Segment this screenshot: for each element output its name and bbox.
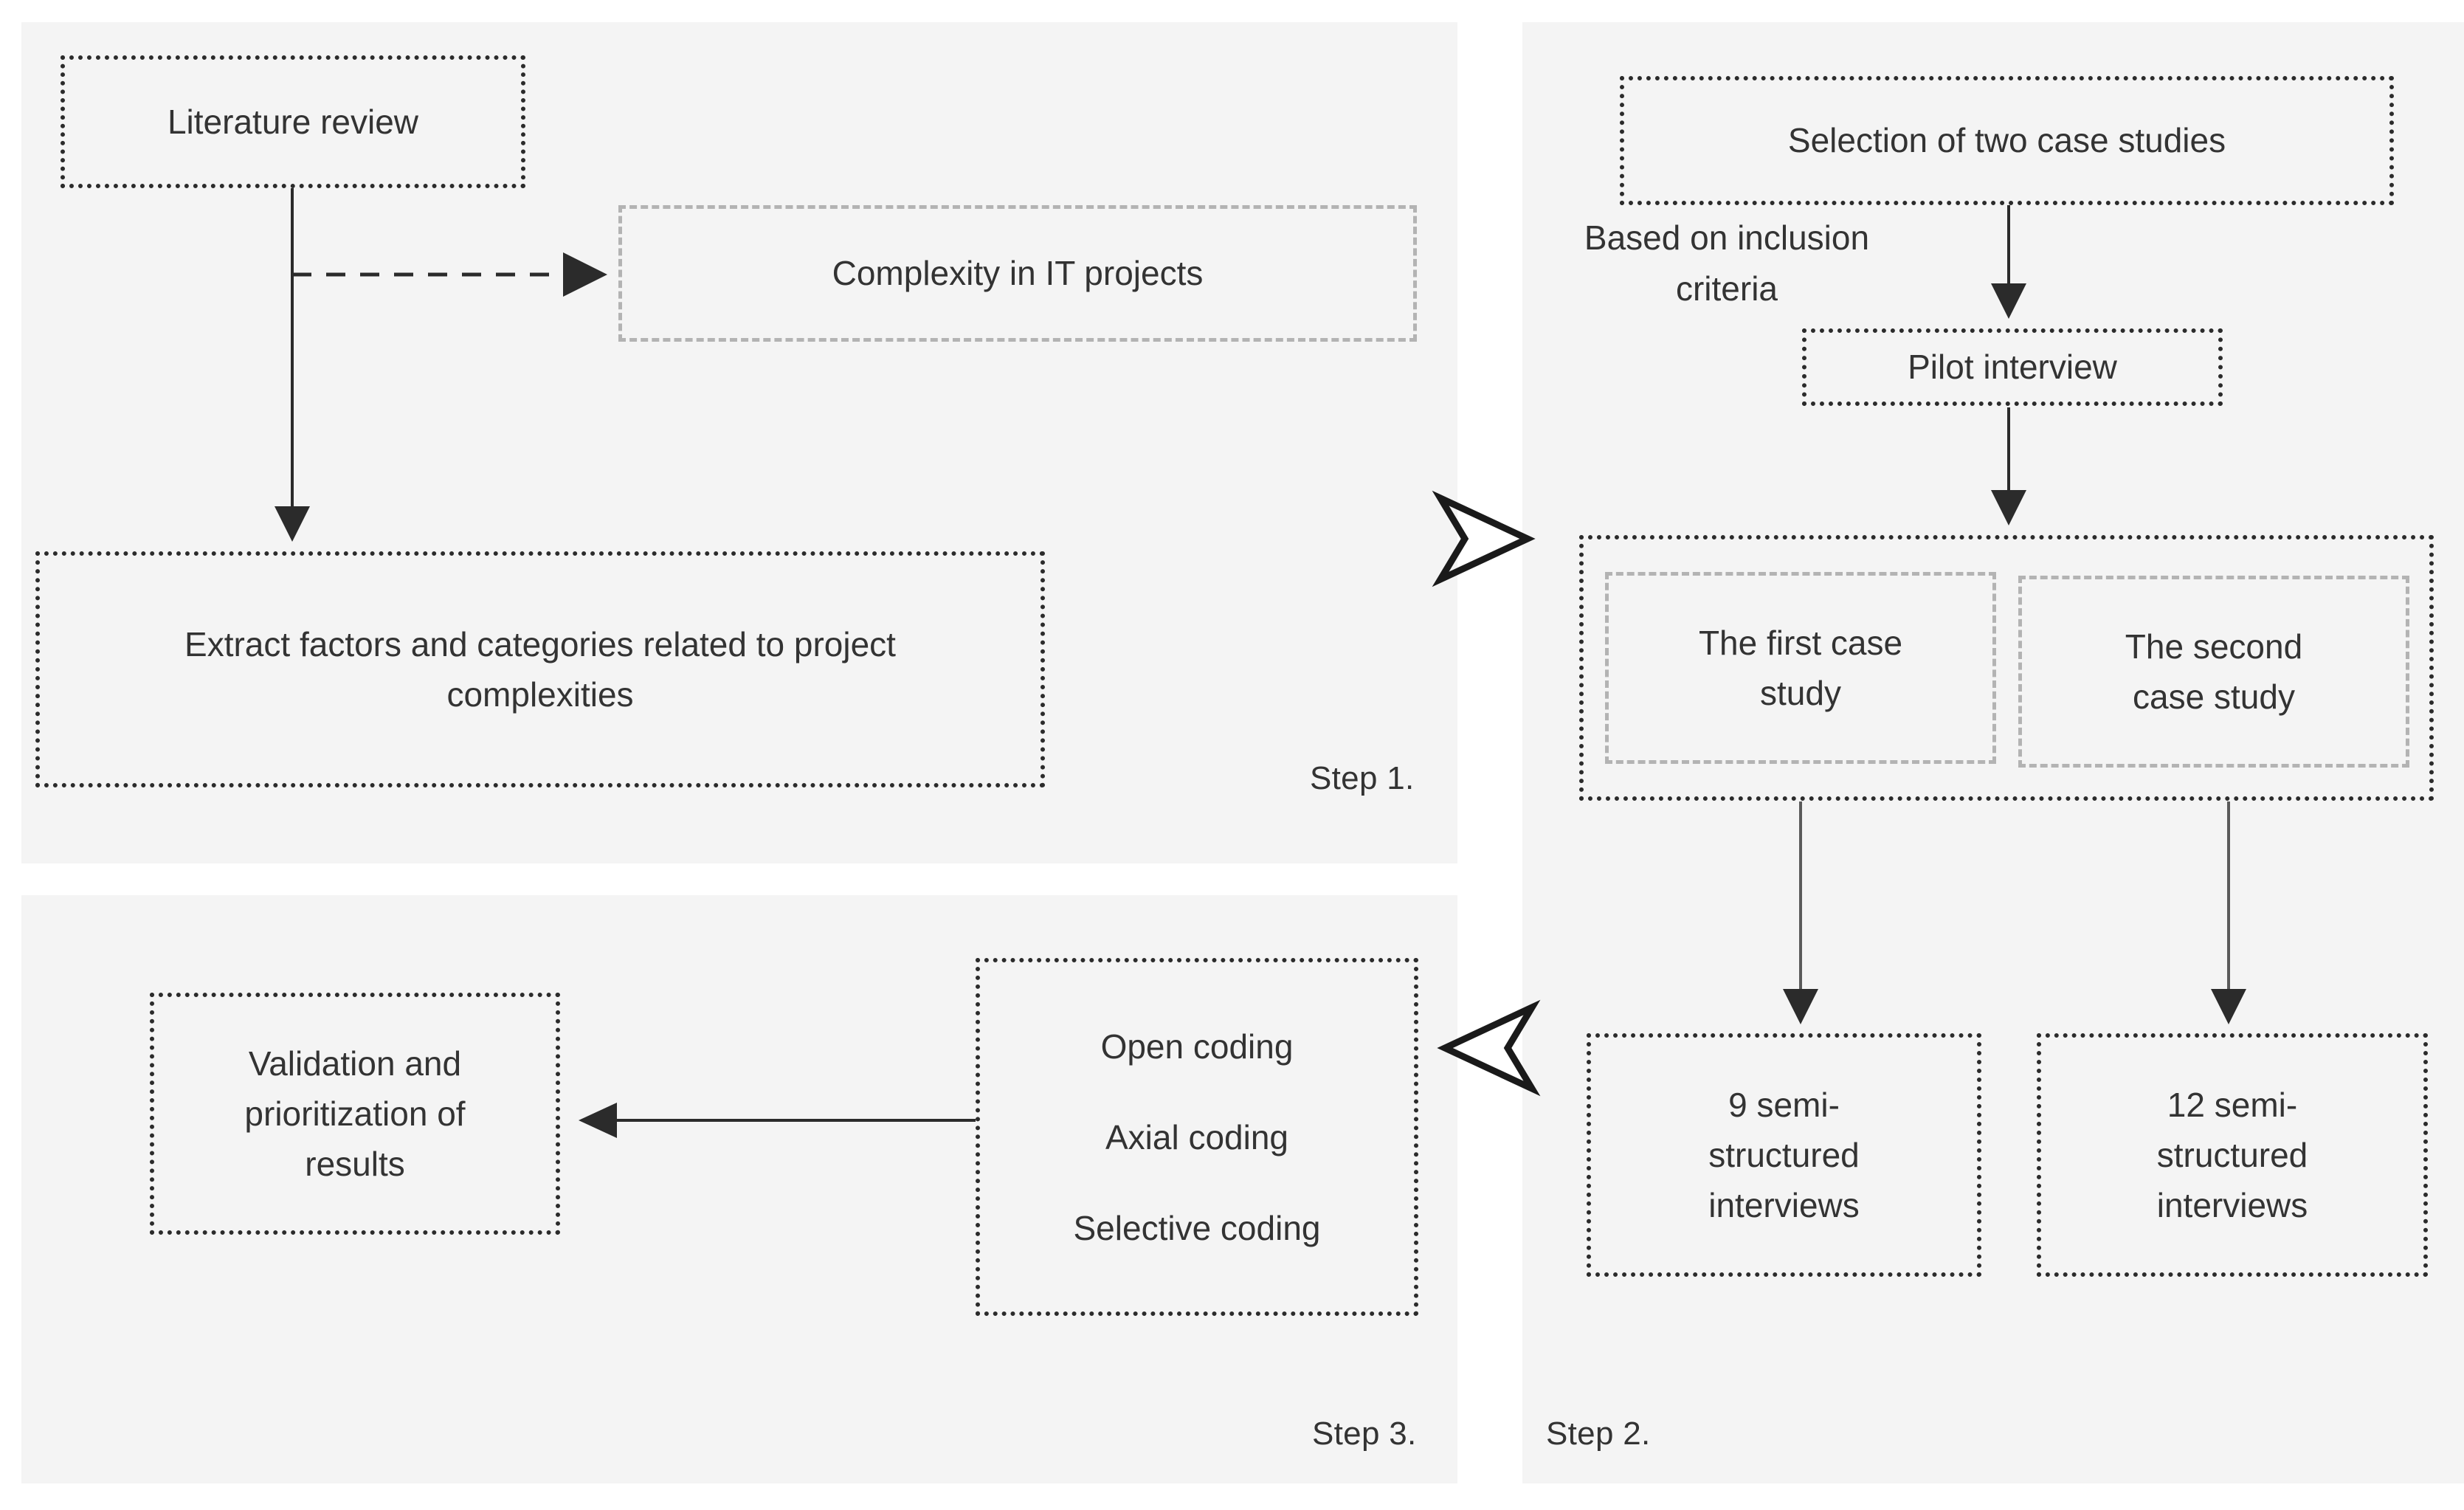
node-12-semi-structured-interviews-label: 12 semi-structured interviews [2156, 1085, 2308, 1225]
node-complexity-in-it-projects-label: Complexity in IT projects [832, 254, 1204, 293]
node-second-case-study[interactable]: The second case study [2018, 576, 2409, 768]
coding-stage-selective: Selective coding [1073, 1208, 1321, 1247]
node-coding-stages[interactable]: Open coding Axial coding Selective codin… [976, 958, 1418, 1316]
chevron-left-icon [1437, 999, 1541, 1097]
node-validation-and-prioritization-label: Validation and prioritization of results [244, 1044, 466, 1184]
coding-stage-open: Open coding [1100, 1027, 1294, 1066]
node-9-semi-structured-interviews[interactable]: 9 semi-structured interviews [1587, 1033, 1981, 1277]
node-12-semi-structured-interviews[interactable]: 12 semi-structured interviews [2037, 1033, 2428, 1277]
node-selection-of-two-case-studies-label: Selection of two case studies [1787, 121, 2226, 160]
step3-label: Step 3. [1312, 1416, 1417, 1452]
node-case-studies-container [1579, 535, 2434, 801]
node-complexity-in-it-projects[interactable]: Complexity in IT projects [618, 205, 1417, 342]
node-first-case-study-label: The first case study [1698, 623, 1903, 712]
node-pilot-interview[interactable]: Pilot interview [1802, 328, 2223, 406]
node-second-case-study-label: The second case study [2125, 627, 2303, 716]
node-literature-review[interactable]: Literature review [61, 55, 525, 188]
step1-panel [21, 22, 1457, 863]
node-extract-factors[interactable]: Extract factors and categories related t… [35, 551, 1045, 787]
node-9-semi-structured-interviews-label: 9 semi-structured interviews [1708, 1085, 1860, 1225]
step1-label: Step 1. [1310, 760, 1415, 796]
node-first-case-study[interactable]: The first case study [1605, 572, 1996, 764]
node-extract-factors-label: Extract factors and categories related t… [184, 624, 896, 714]
node-validation-and-prioritization[interactable]: Validation and prioritization of results [150, 993, 560, 1235]
step2-label: Step 2. [1546, 1416, 1651, 1452]
coding-stage-axial: Axial coding [1105, 1117, 1289, 1156]
label-based-on-inclusion-criteria: Based on inclusion criteria [1584, 218, 1870, 308]
node-pilot-interview-label: Pilot interview [1908, 348, 2117, 387]
node-literature-review-label: Literature review [167, 102, 419, 141]
node-selection-of-two-case-studies[interactable]: Selection of two case studies [1620, 76, 2394, 205]
